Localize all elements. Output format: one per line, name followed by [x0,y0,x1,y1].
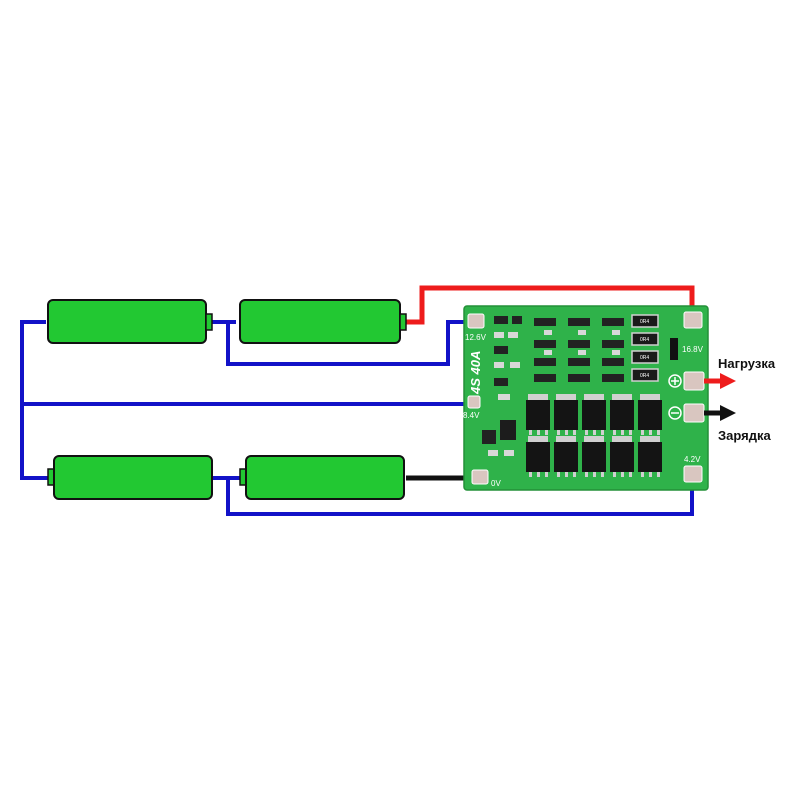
tap-pad-16v8: 16.8V [682,311,704,354]
tap-pad-12v6: 12.6V [465,313,487,342]
mosfet-array [526,394,662,477]
mosfet [554,436,578,477]
mosfet [610,394,634,435]
output-pad-positive [668,371,705,391]
battery-cell-2 [239,299,407,344]
minus-icon [668,406,682,420]
wire-balance-12v6 [226,320,476,366]
svg-text:0R4: 0R4 [640,337,649,343]
mosfet [582,394,606,435]
plus-icon [668,374,682,388]
tap-label-4v2: 4.2V [684,455,701,464]
mosfet [582,436,606,477]
shunt-resistor-1: 0R4 [631,314,659,328]
svg-text:0R4: 0R4 [640,319,649,325]
smd-components [482,316,678,456]
tap-label-12v6: 12.6V [465,333,487,342]
mosfet [554,394,578,435]
mosfet [526,394,550,435]
batteries [47,299,407,500]
svg-text:0R4: 0R4 [640,373,649,379]
charge-arrow [704,405,736,421]
tap-label-8v4: 8.4V [463,411,480,420]
tap-label-16v8: 16.8V [682,345,704,354]
battery-cell-4 [239,455,405,500]
shunt-resistor-4: 0R4 [631,368,659,382]
shunt-resistors: 0R4 0R4 0R4 0R4 [631,314,659,382]
mosfet [610,436,634,477]
tap-pad-4v2: 4.2V [683,455,703,483]
tap-pad-8v4: 8.4V [463,395,481,420]
battery-cell-3 [47,455,213,500]
wires [20,285,695,516]
mosfet [638,436,662,477]
mosfet [526,436,550,477]
wire-positive-16v8 [406,285,695,325]
charge-label: Зарядка [718,428,771,443]
output-arrows: Нагрузка Зарядка [704,356,776,443]
tap-label-0v: 0V [491,479,501,488]
battery-cell-1 [47,299,213,344]
bms-board: 4S 40A 12.6V 8.4V 0V 16.8V 4.2V [463,305,709,491]
shunt-resistor-2: 0R4 [631,332,659,346]
output-pad-negative [668,403,705,423]
tap-pad-0v: 0V [471,469,501,488]
svg-text:0R4: 0R4 [640,355,649,361]
wire-balance-4v2 [226,476,694,516]
mosfet [638,394,662,435]
shunt-resistor-3: 0R4 [631,350,659,364]
load-arrow [704,373,736,389]
wire-series-link [20,320,48,480]
board-model-label: 4S 40A [468,351,483,395]
load-label: Нагрузка [718,356,776,371]
